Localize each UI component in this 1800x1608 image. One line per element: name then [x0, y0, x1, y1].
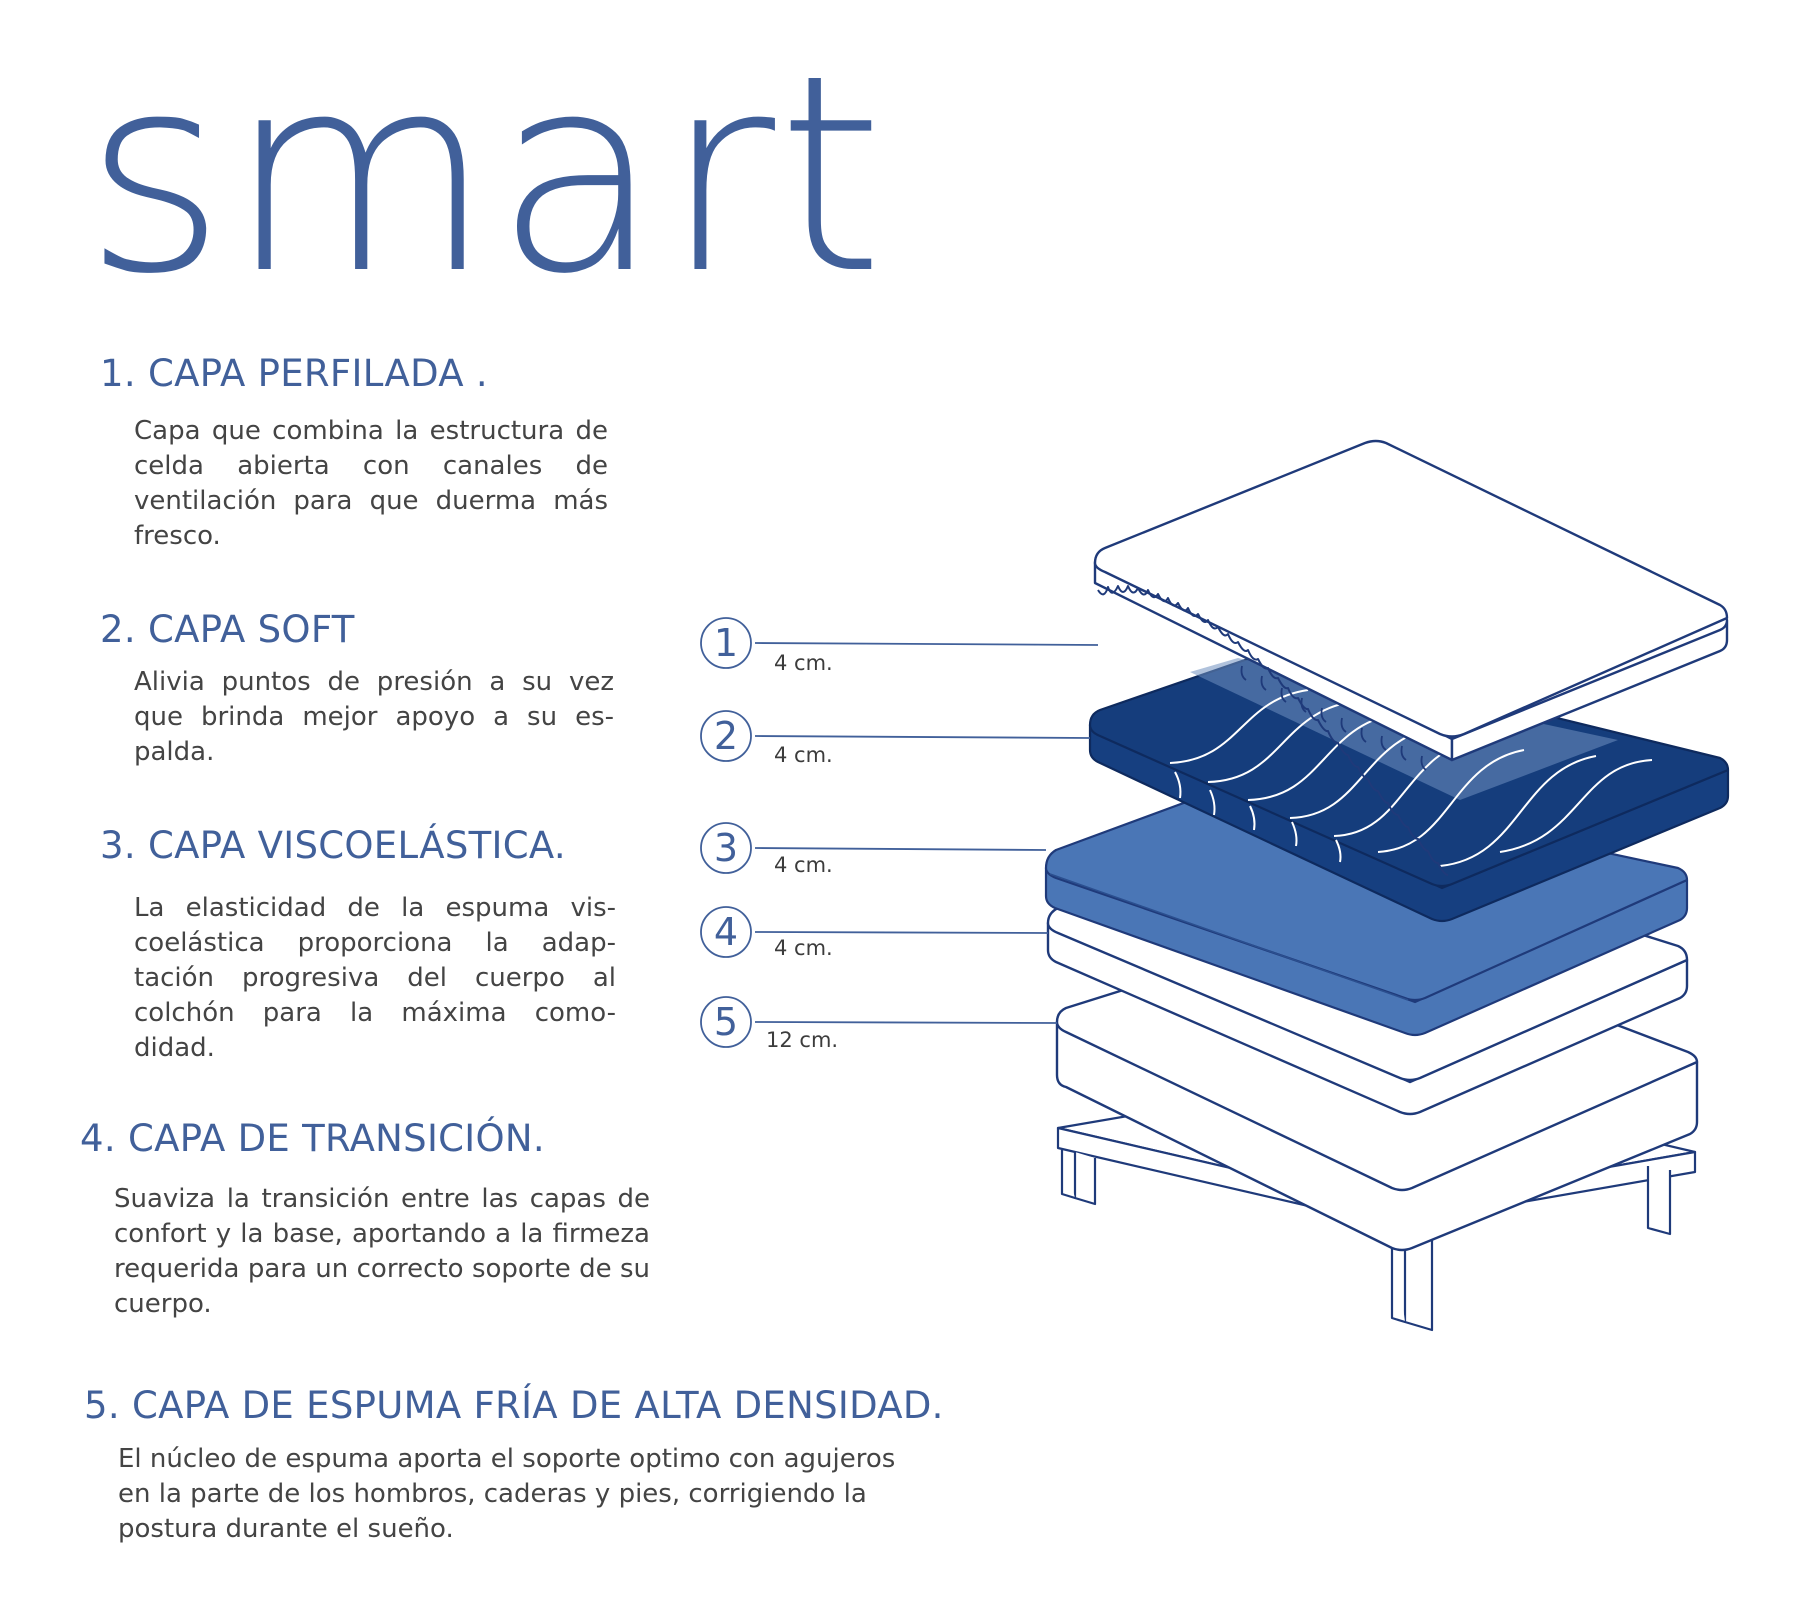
callout-4: 4 4 cm. — [700, 906, 1049, 960]
layer-4-heading: 4. CAPA DE TRANSICIÓN. — [80, 1117, 545, 1160]
layer-4-description: Suaviza la transición entre las capas de… — [114, 1184, 650, 1319]
layer-2-heading: 2. CAPA SOFT — [100, 608, 355, 651]
callout-2-number: 2 — [714, 714, 738, 758]
layer-2-description: Alivia puntos de presión a su vez que br… — [134, 667, 614, 767]
callout-1-number: 1 — [714, 621, 738, 665]
callout-3-number: 3 — [714, 826, 738, 870]
callout-3-thickness: 4 cm. — [774, 853, 833, 877]
callout-2-thickness: 4 cm. — [774, 743, 833, 767]
layer-5-heading: 5. CAPA DE ESPUMA FRÍA DE ALTA DENSIDAD. — [84, 1384, 944, 1427]
callout-5-number: 5 — [714, 1000, 738, 1044]
callout-4-thickness: 4 cm. — [774, 936, 833, 960]
layer-3-heading: 3. CAPA VISCOELÁSTICA. — [100, 824, 566, 867]
callout-4-number: 4 — [714, 910, 738, 954]
layer-3-description: La elasticidad de la espuma vis-coelásti… — [134, 893, 616, 1063]
callout-1-thickness: 4 cm. — [774, 651, 833, 675]
callout-5-thickness: 12 cm. — [766, 1028, 838, 1052]
brand-title: smart — [84, 18, 886, 334]
callout-1: 1 4 cm. — [700, 617, 1099, 675]
callout-5: 5 12 cm. — [700, 996, 1058, 1052]
callout-3: 3 4 cm. — [700, 822, 1047, 877]
layer-5-description: El núcleo de espuma aporta el soporte op… — [118, 1444, 896, 1544]
layer-1-heading: 1. CAPA PERFILADA . — [100, 352, 488, 395]
callout-2: 2 4 cm. — [700, 710, 1091, 767]
layer-1-description: Capa que combina la estructura de celda … — [134, 416, 608, 551]
profiled-top-layer — [1093, 439, 1729, 876]
